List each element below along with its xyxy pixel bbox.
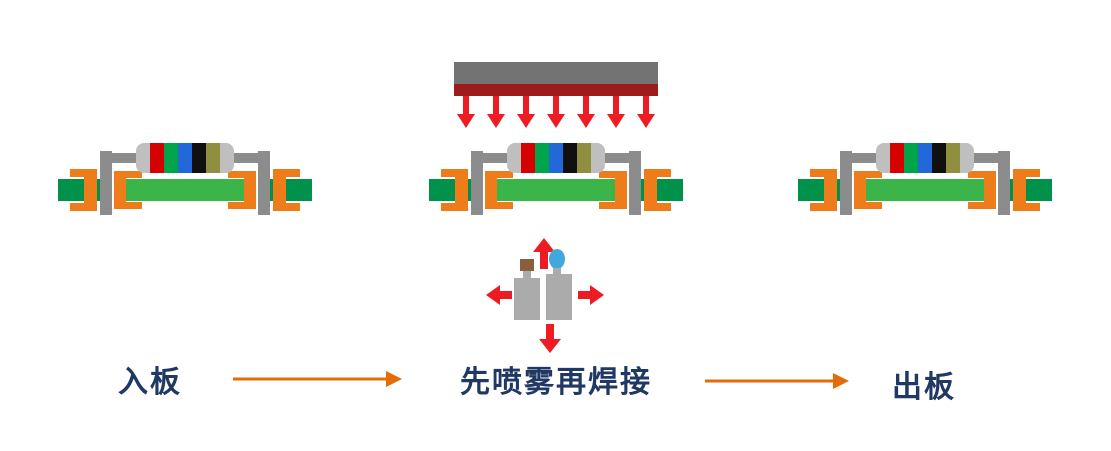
- pcb-component-icon: [58, 143, 312, 215]
- component-leads: [100, 151, 270, 215]
- stage-label-out: 出板: [892, 371, 956, 404]
- component-stage-in: [58, 141, 312, 224]
- nozzle-right: [546, 249, 572, 320]
- component-leads: [471, 151, 641, 215]
- solder-clips-outer: [441, 169, 671, 211]
- solder-clips-inner: [485, 171, 627, 209]
- stage-label-process: 先喷雾再焊接: [460, 366, 652, 399]
- pcb-component-icon: [798, 143, 1052, 215]
- component-leads: [840, 151, 1010, 215]
- pcb-component-icon: [429, 143, 683, 215]
- spray-direction-arrows: [486, 238, 604, 353]
- heater-icon: [454, 62, 658, 128]
- board-center: [854, 179, 996, 201]
- solder-clips-outer: [70, 169, 300, 211]
- solder-clips-inner: [854, 171, 996, 209]
- solder-clips-inner: [114, 171, 256, 209]
- resistor-icon: [136, 143, 234, 173]
- stage-label-in: 入板: [118, 366, 182, 399]
- component-stage-out: [798, 141, 1052, 224]
- flow-arrow-2: [705, 373, 849, 389]
- flow-arrow-1: [233, 371, 402, 387]
- spray-nozzles-icon: [486, 238, 604, 353]
- heater-element: [454, 84, 658, 96]
- resistor-icon: [876, 143, 974, 173]
- heat-arrows-down: [457, 96, 655, 128]
- board-center: [114, 179, 256, 201]
- component-stage-process: [429, 141, 683, 224]
- board-center: [485, 179, 627, 201]
- solder-clips-outer: [810, 169, 1040, 211]
- resistor-icon: [507, 143, 605, 173]
- heater-body: [454, 62, 658, 84]
- nozzle-left: [514, 259, 540, 320]
